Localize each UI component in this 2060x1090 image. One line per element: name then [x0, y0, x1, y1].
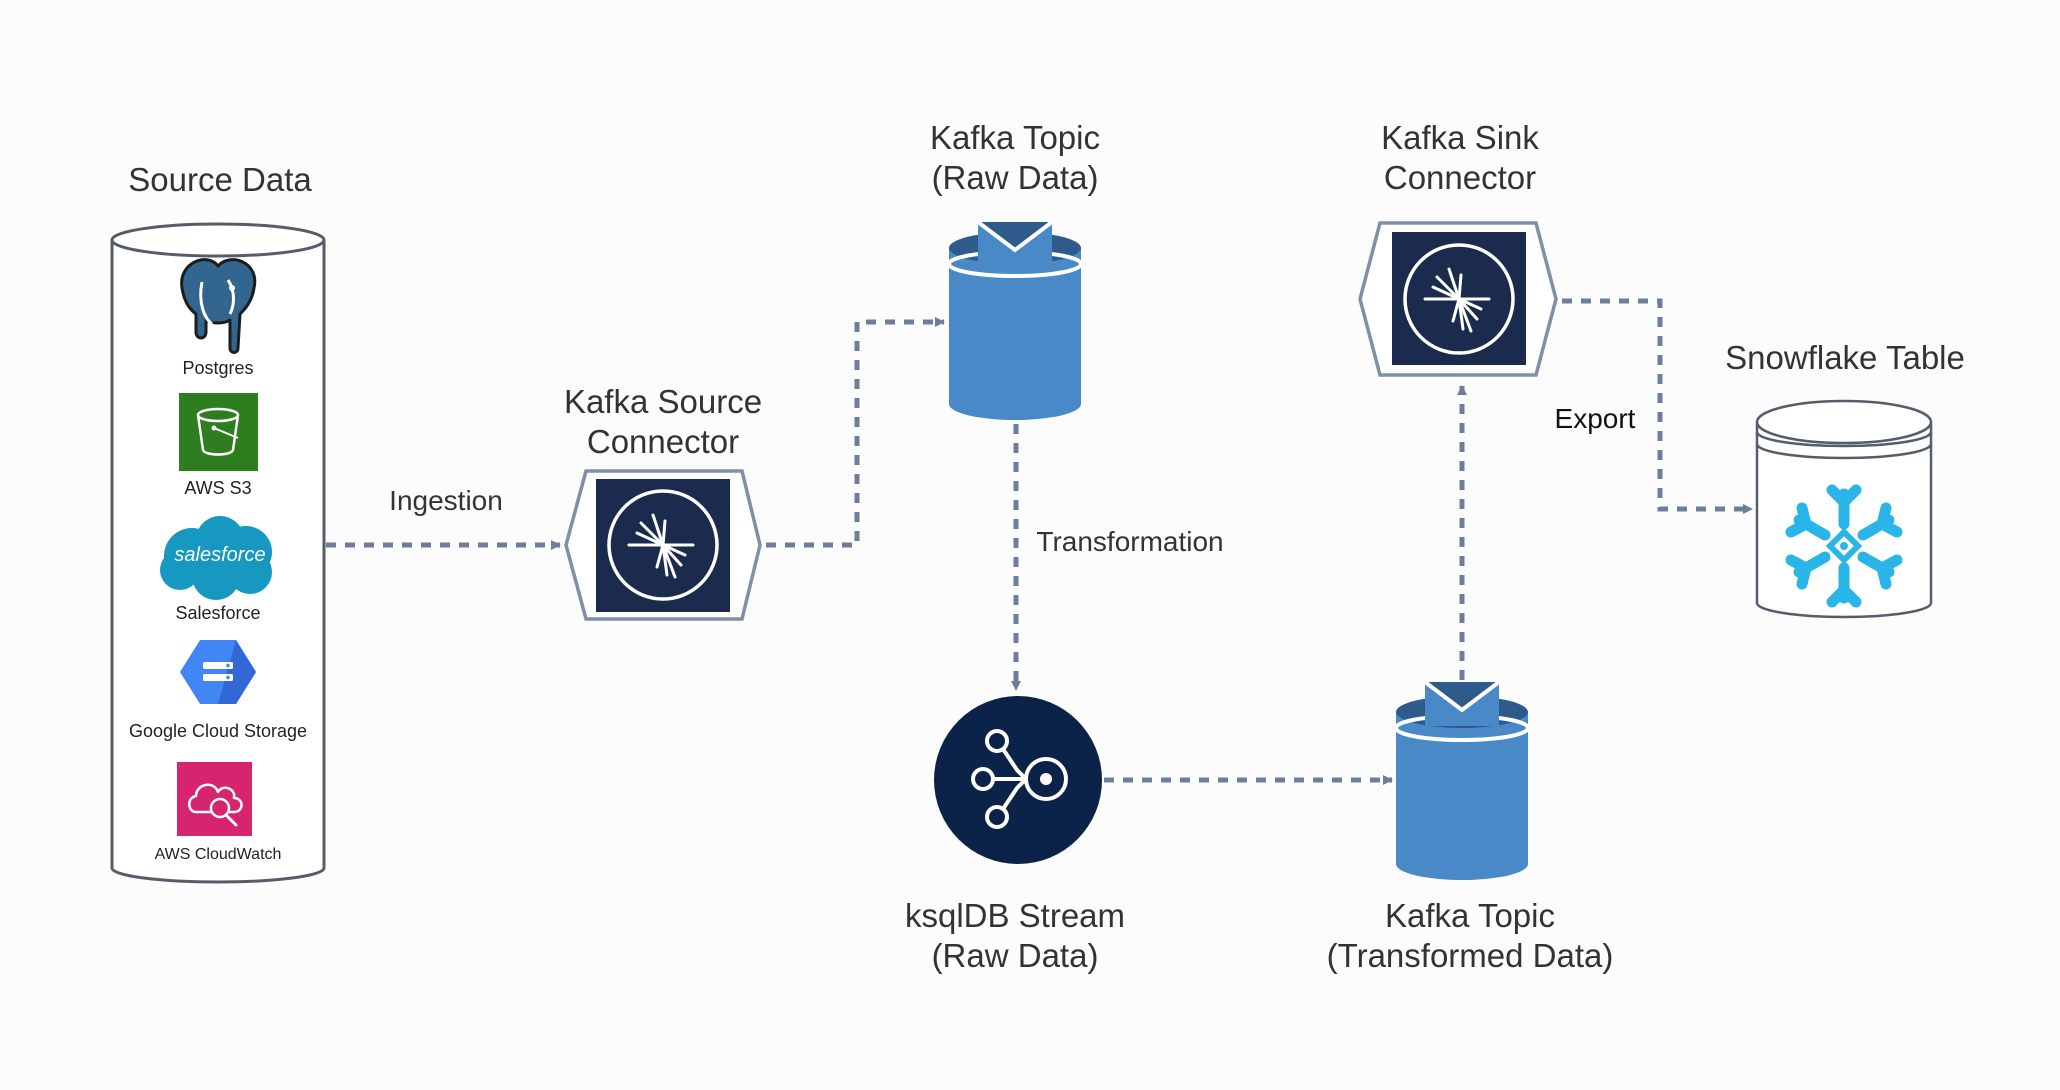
- source-item-label-salesforce: Salesforce: [175, 603, 261, 623]
- aws-cloudwatch-icon: [177, 762, 252, 836]
- salesforce-logo-text: salesforce: [174, 544, 265, 566]
- source-item-label-aws-s3: AWS S3: [184, 478, 252, 498]
- snowflake-logo-icon: [1785, 484, 1903, 608]
- snowflake-table-label: Snowflake Table: [1725, 339, 1965, 376]
- postgres-elephant-icon: [180, 258, 257, 354]
- source-item-label-aws-cloudwatch: AWS CloudWatch: [154, 846, 282, 863]
- source-item-label-postgres: Postgres: [182, 358, 254, 378]
- kafka-source-connector-node[interactable]: [564, 469, 762, 621]
- kafka-topic-raw-label: Kafka Topic (Raw Data): [930, 119, 1100, 197]
- ingestion-label: Ingestion: [389, 485, 503, 516]
- ksqldb-stream-node[interactable]: [934, 696, 1102, 864]
- ksqldb-stream-label: ksqlDB Stream (Raw Data): [904, 897, 1126, 975]
- export-label: Export: [1554, 403, 1636, 434]
- kafka-source-connector-label: Kafka Source Connector: [563, 383, 763, 461]
- kafka-topic-raw-node[interactable]: [947, 220, 1083, 420]
- source-data-title: Source Data: [128, 161, 312, 198]
- kafka-topic-transformed-label: Kafka Topic (Transformed Data): [1326, 897, 1614, 975]
- transformation-label: Transformation: [1036, 526, 1224, 557]
- aws-s3-bucket-icon: [179, 393, 258, 471]
- source-item-label-google-cloud-storage: Google Cloud Storage: [128, 721, 308, 741]
- source-to-topic-arrow: [766, 317, 945, 548]
- google-cloud-storage-icon: [180, 640, 256, 704]
- kafka-sink-connector-node[interactable]: [1358, 221, 1558, 377]
- salesforce-cloud-icon: salesforce: [160, 516, 272, 600]
- export-arrow: [1562, 298, 1753, 514]
- kafka-topic-transformed-node[interactable]: [1394, 680, 1530, 880]
- kafka-sink-connector-label: Kafka Sink Connector: [1381, 119, 1539, 197]
